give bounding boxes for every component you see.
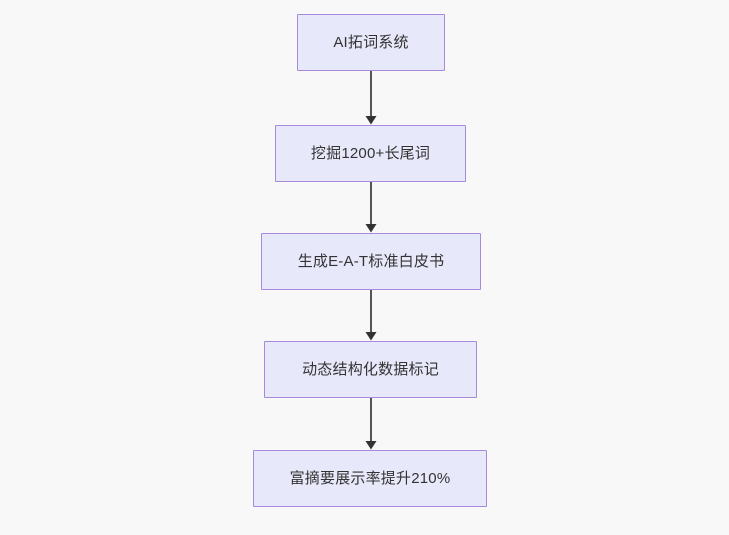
flow-node-mine-longtail-keywords[interactable]: 挖掘1200+长尾词	[275, 125, 466, 182]
flow-node-label: AI拓词系统	[333, 34, 409, 51]
flow-node-rich-snippet-rate-increase[interactable]: 富摘要展示率提升210%	[253, 450, 487, 507]
flow-node-label: 动态结构化数据标记	[302, 361, 439, 378]
flow-node-label: 富摘要展示率提升210%	[289, 470, 451, 487]
flow-node-label: 挖掘1200+长尾词	[310, 145, 431, 162]
flow-node-label: 生成E-A-T标准白皮书	[297, 253, 445, 270]
edge-n2-n3	[365, 182, 377, 233]
flow-node-generate-eat-whitepaper[interactable]: 生成E-A-T标准白皮书	[261, 233, 481, 290]
edge-n3-n4	[365, 290, 377, 341]
edge-n1-n2	[365, 71, 377, 125]
edge-n4-n5	[365, 398, 377, 450]
flow-node-dynamic-structured-data-markup[interactable]: 动态结构化数据标记	[264, 341, 477, 398]
flow-node-ai-keyword-system[interactable]: AI拓词系统	[297, 14, 445, 71]
